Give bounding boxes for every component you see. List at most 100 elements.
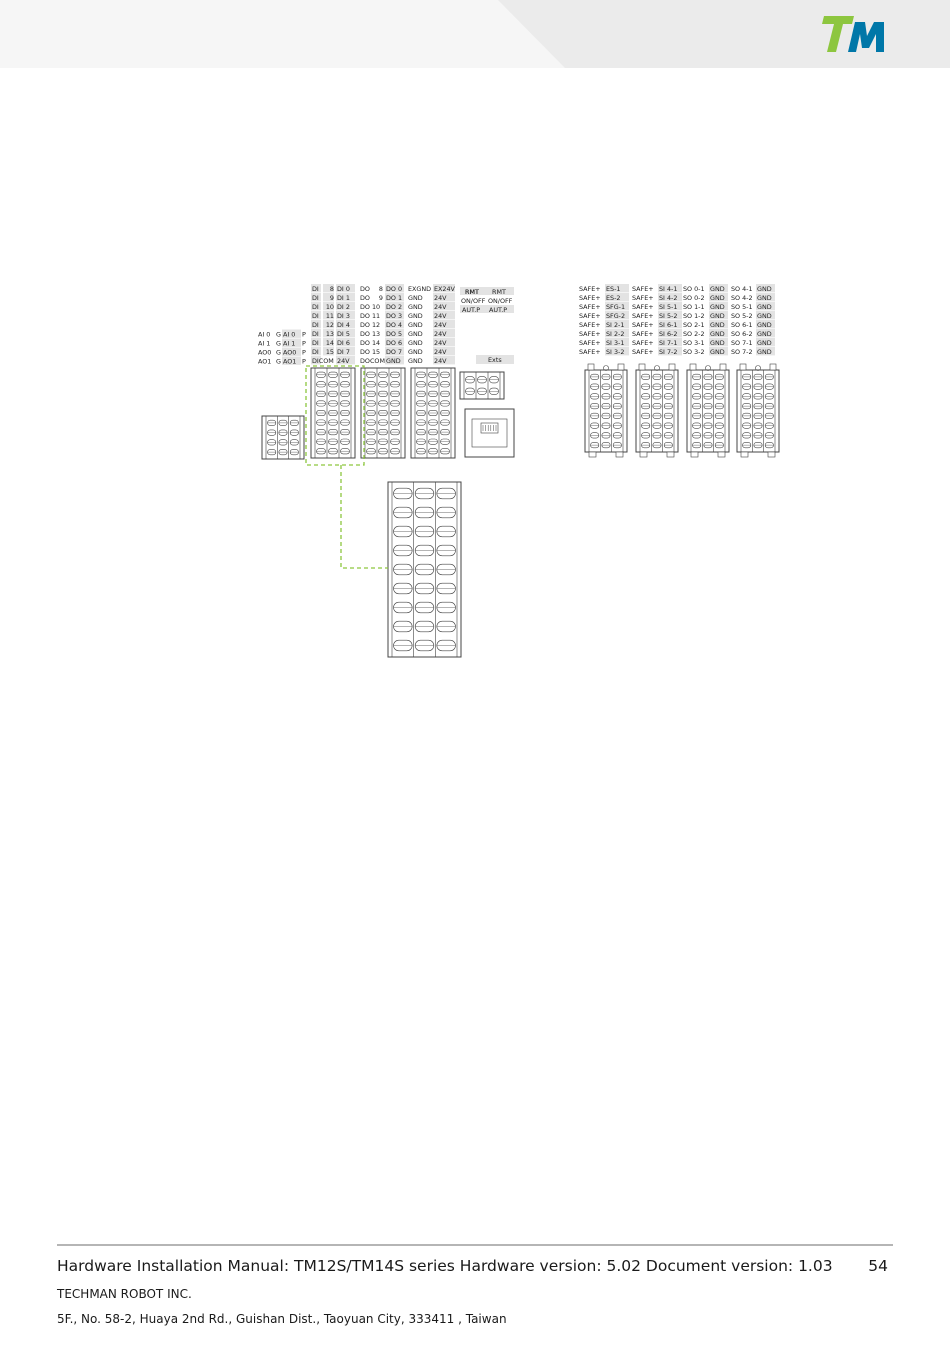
terminal-label-remote: RMT [492, 288, 506, 296]
terminal-label-safety: SAFE+ [579, 339, 601, 347]
terminal-label-remote: ON/OFF [488, 297, 513, 305]
terminal-label-safety: SO 7-2 [731, 348, 753, 356]
terminal-label-safety: GND [710, 303, 725, 311]
label-cell-shade [336, 302, 355, 311]
remote-connector [459, 371, 505, 400]
terminal-label-safety: SI 2-1 [606, 321, 624, 329]
terminal-label-safety: GND [710, 321, 725, 329]
label-cell-shade [311, 311, 321, 320]
terminal-label-di: DI [312, 321, 319, 329]
terminal-label-analog-p: P [302, 358, 306, 366]
label-cell-shade [336, 284, 355, 293]
terminal-label-di: DI 4 [337, 321, 350, 329]
terminal-label-do: DO 7 [386, 348, 402, 356]
terminal-label-di-num: 12 [326, 321, 334, 329]
safety-connector-2 [635, 363, 679, 458]
terminal-label-safety: SO 1-1 [683, 303, 705, 311]
terminal-label-do: DO 3 [386, 312, 402, 320]
terminal-label-safety: SO 0-1 [683, 285, 705, 293]
terminal-label-safety: SAFE+ [632, 312, 654, 320]
terminal-label-safety: SI 2-2 [606, 330, 624, 338]
label-cell-shade [323, 338, 334, 347]
label-cell-shade [311, 293, 321, 302]
label-cell-shading [282, 284, 775, 365]
label-cell-shade [385, 311, 404, 320]
terminal-label-power: 24V [434, 303, 447, 311]
page-number: 54 [868, 1257, 888, 1275]
terminal-label-power: GND [408, 312, 423, 320]
terminal-label-safety: SI 3-1 [606, 339, 624, 347]
label-cell-shade [605, 302, 629, 311]
label-cell-shade [709, 329, 728, 338]
label-cell-shade [658, 320, 682, 329]
exts-socket [464, 408, 515, 458]
terminal-label-di-num: 13 [326, 330, 334, 338]
label-cell-shade [658, 311, 682, 320]
label-cell-shade [323, 302, 334, 311]
label-cell-shade [433, 320, 455, 329]
terminal-label-di: 24V [337, 357, 350, 365]
terminal-label-analog: AI 1 [283, 340, 295, 348]
label-cell-shade [756, 320, 775, 329]
terminal-label-safety: SI 3-2 [606, 348, 624, 356]
terminal-label-safety: SAFE+ [579, 285, 601, 293]
label-cell-shade [433, 338, 455, 347]
footer-address: 5F., No. 58-2, Huaya 2nd Rd., Guishan Di… [57, 1312, 507, 1326]
label-cell-shade [433, 356, 455, 365]
label-cell-shade [311, 356, 321, 365]
terminal-label-safety: ES-1 [606, 285, 620, 293]
terminal-label-safety: GND [757, 339, 772, 347]
terminal-label-analog: AO0 [283, 349, 296, 357]
header-white-wedge [0, 0, 565, 68]
digital-output-connector [360, 367, 406, 459]
terminal-label-safety: SAFE+ [632, 303, 654, 311]
label-cell-shade [323, 320, 334, 329]
terminal-label-safety: SO 6-2 [731, 330, 753, 338]
label-cell-shade [282, 329, 301, 338]
label-cell-shade [323, 284, 334, 293]
label-cell-shade [709, 293, 728, 302]
label-cell-shade [605, 347, 629, 356]
terminal-label-di-num: 9 [330, 294, 334, 302]
label-cell-shade [336, 338, 355, 347]
terminal-label-di-num: 14 [326, 339, 334, 347]
terminal-label-power: 24V [434, 348, 447, 356]
terminal-label-di: DICOM [312, 357, 334, 365]
terminal-label-power: EXGND [408, 285, 431, 293]
terminal-label-di: DI [312, 303, 319, 311]
terminal-label-di: DI 1 [337, 294, 350, 302]
label-cell-shade [658, 293, 682, 302]
label-cell-shade [385, 293, 404, 302]
label-cell-shade [385, 302, 404, 311]
label-cell-shade [709, 284, 728, 293]
terminal-label-safety: GND [710, 285, 725, 293]
terminal-label-safety: SI 4-1 [659, 285, 677, 293]
terminal-label-di-num: 10 [326, 303, 334, 311]
label-cell-shade [336, 311, 355, 320]
terminal-label-power: 24V [434, 312, 447, 320]
dashed-highlight-box [305, 365, 365, 466]
terminal-label-safety: GND [757, 330, 772, 338]
terminal-label-safety: SO 7-1 [731, 339, 753, 347]
terminal-label-safety: SO 6-1 [731, 321, 753, 329]
terminal-label-power: GND [408, 321, 423, 329]
label-cell-shade [385, 284, 404, 293]
terminal-label-safety: GND [710, 348, 725, 356]
label-cell-shade [605, 338, 629, 347]
terminal-label-analog: AO1 [258, 358, 271, 366]
label-cell-shade [709, 338, 728, 347]
label-cell-shade [385, 356, 404, 365]
terminal-label-analog: AI 0 [258, 331, 270, 339]
terminal-label-di: DI [312, 330, 319, 338]
safety-connector-1 [584, 363, 628, 458]
label-cell-shade [476, 355, 514, 364]
terminal-label-do: DO 2 [386, 303, 402, 311]
dashed-leader-line [340, 465, 388, 569]
power-connector [410, 367, 456, 459]
label-cell-shade [605, 320, 629, 329]
terminal-label-power: 24V [434, 357, 447, 365]
terminal-label-power: GND [408, 303, 423, 311]
terminal-label-safety: SAFE+ [579, 330, 601, 338]
terminal-label-safety: SAFE+ [632, 348, 654, 356]
label-cell-shade [756, 347, 775, 356]
